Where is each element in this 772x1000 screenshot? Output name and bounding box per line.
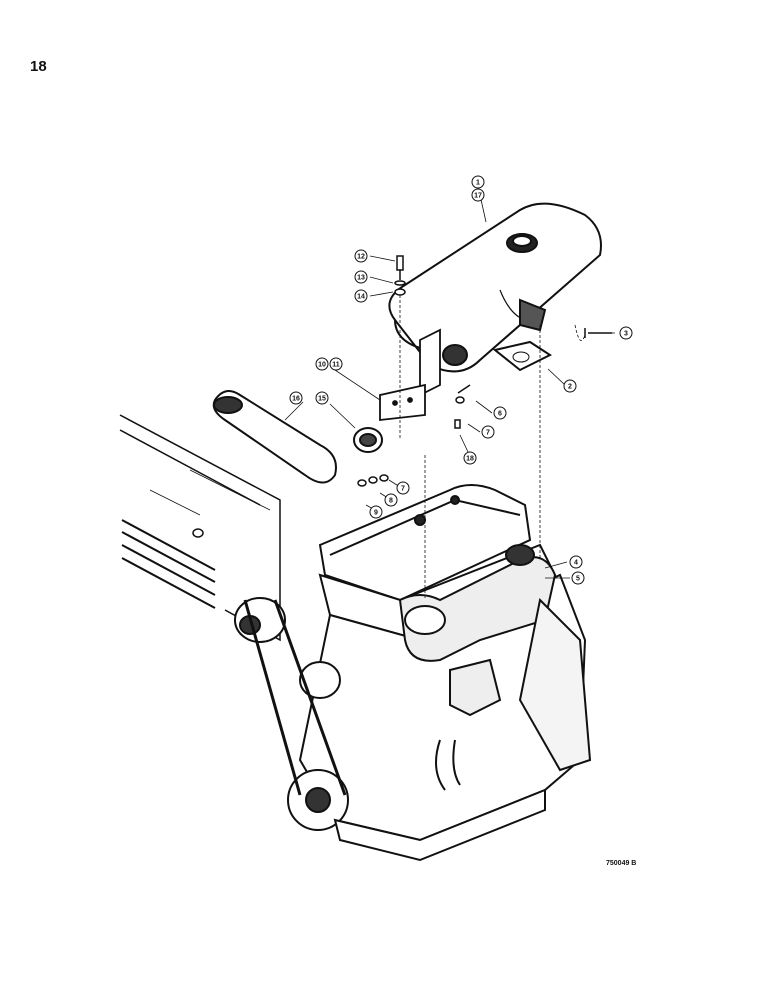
pipe-clamp xyxy=(353,427,383,453)
svg-text:6: 6 xyxy=(498,411,502,418)
svg-text:18: 18 xyxy=(466,456,474,463)
callout-16: 16 xyxy=(289,391,303,405)
callout-7-lower: 7 xyxy=(396,481,410,495)
callout-5: 5 xyxy=(571,571,585,585)
callout-2: 2 xyxy=(563,379,577,393)
svg-text:11: 11 xyxy=(332,362,340,369)
callout-9: 9 xyxy=(369,505,383,519)
figure-code: 750049 B xyxy=(606,860,637,867)
svg-text:16: 16 xyxy=(292,396,300,403)
callout-11: 11 xyxy=(329,357,343,371)
callout-14: 14 xyxy=(354,289,368,303)
svg-text:12: 12 xyxy=(357,254,365,261)
callouts: 1 17 12 13 14 3 2 10 11 16 15 6 7 18 7 8… xyxy=(289,175,633,585)
svg-text:3: 3 xyxy=(624,331,628,338)
svg-text:4: 4 xyxy=(574,560,578,567)
exhaust-pipe xyxy=(212,390,337,484)
bolt-stack xyxy=(394,255,406,440)
hardware-set xyxy=(357,384,471,487)
callout-10: 10 xyxy=(315,357,329,371)
svg-text:7: 7 xyxy=(486,430,490,437)
muffler-bracket xyxy=(379,328,441,422)
callout-17: 17 xyxy=(471,188,485,202)
svg-text:8: 8 xyxy=(389,498,393,505)
svg-text:1: 1 xyxy=(476,180,480,187)
callout-15: 15 xyxy=(315,391,329,405)
callout-3: 3 xyxy=(619,326,633,340)
callout-12: 12 xyxy=(354,249,368,263)
callout-7: 7 xyxy=(481,425,495,439)
svg-text:14: 14 xyxy=(357,294,365,301)
callout-8: 8 xyxy=(384,493,398,507)
callout-13: 13 xyxy=(354,270,368,284)
svg-text:17: 17 xyxy=(474,193,482,200)
page-number: 18 xyxy=(30,58,47,75)
callout-18: 18 xyxy=(463,451,477,465)
svg-text:5: 5 xyxy=(576,576,580,583)
svg-text:7: 7 xyxy=(401,486,405,493)
muffler-gasket xyxy=(492,340,553,372)
callout-1: 1 xyxy=(471,175,485,189)
svg-text:9: 9 xyxy=(374,510,378,517)
svg-text:10: 10 xyxy=(318,362,326,369)
svg-text:2: 2 xyxy=(568,384,572,391)
callout-4: 4 xyxy=(569,555,583,569)
engine-block xyxy=(234,484,592,862)
svg-text:13: 13 xyxy=(357,275,365,282)
svg-text:15: 15 xyxy=(318,396,326,403)
callout-6: 6 xyxy=(493,406,507,420)
